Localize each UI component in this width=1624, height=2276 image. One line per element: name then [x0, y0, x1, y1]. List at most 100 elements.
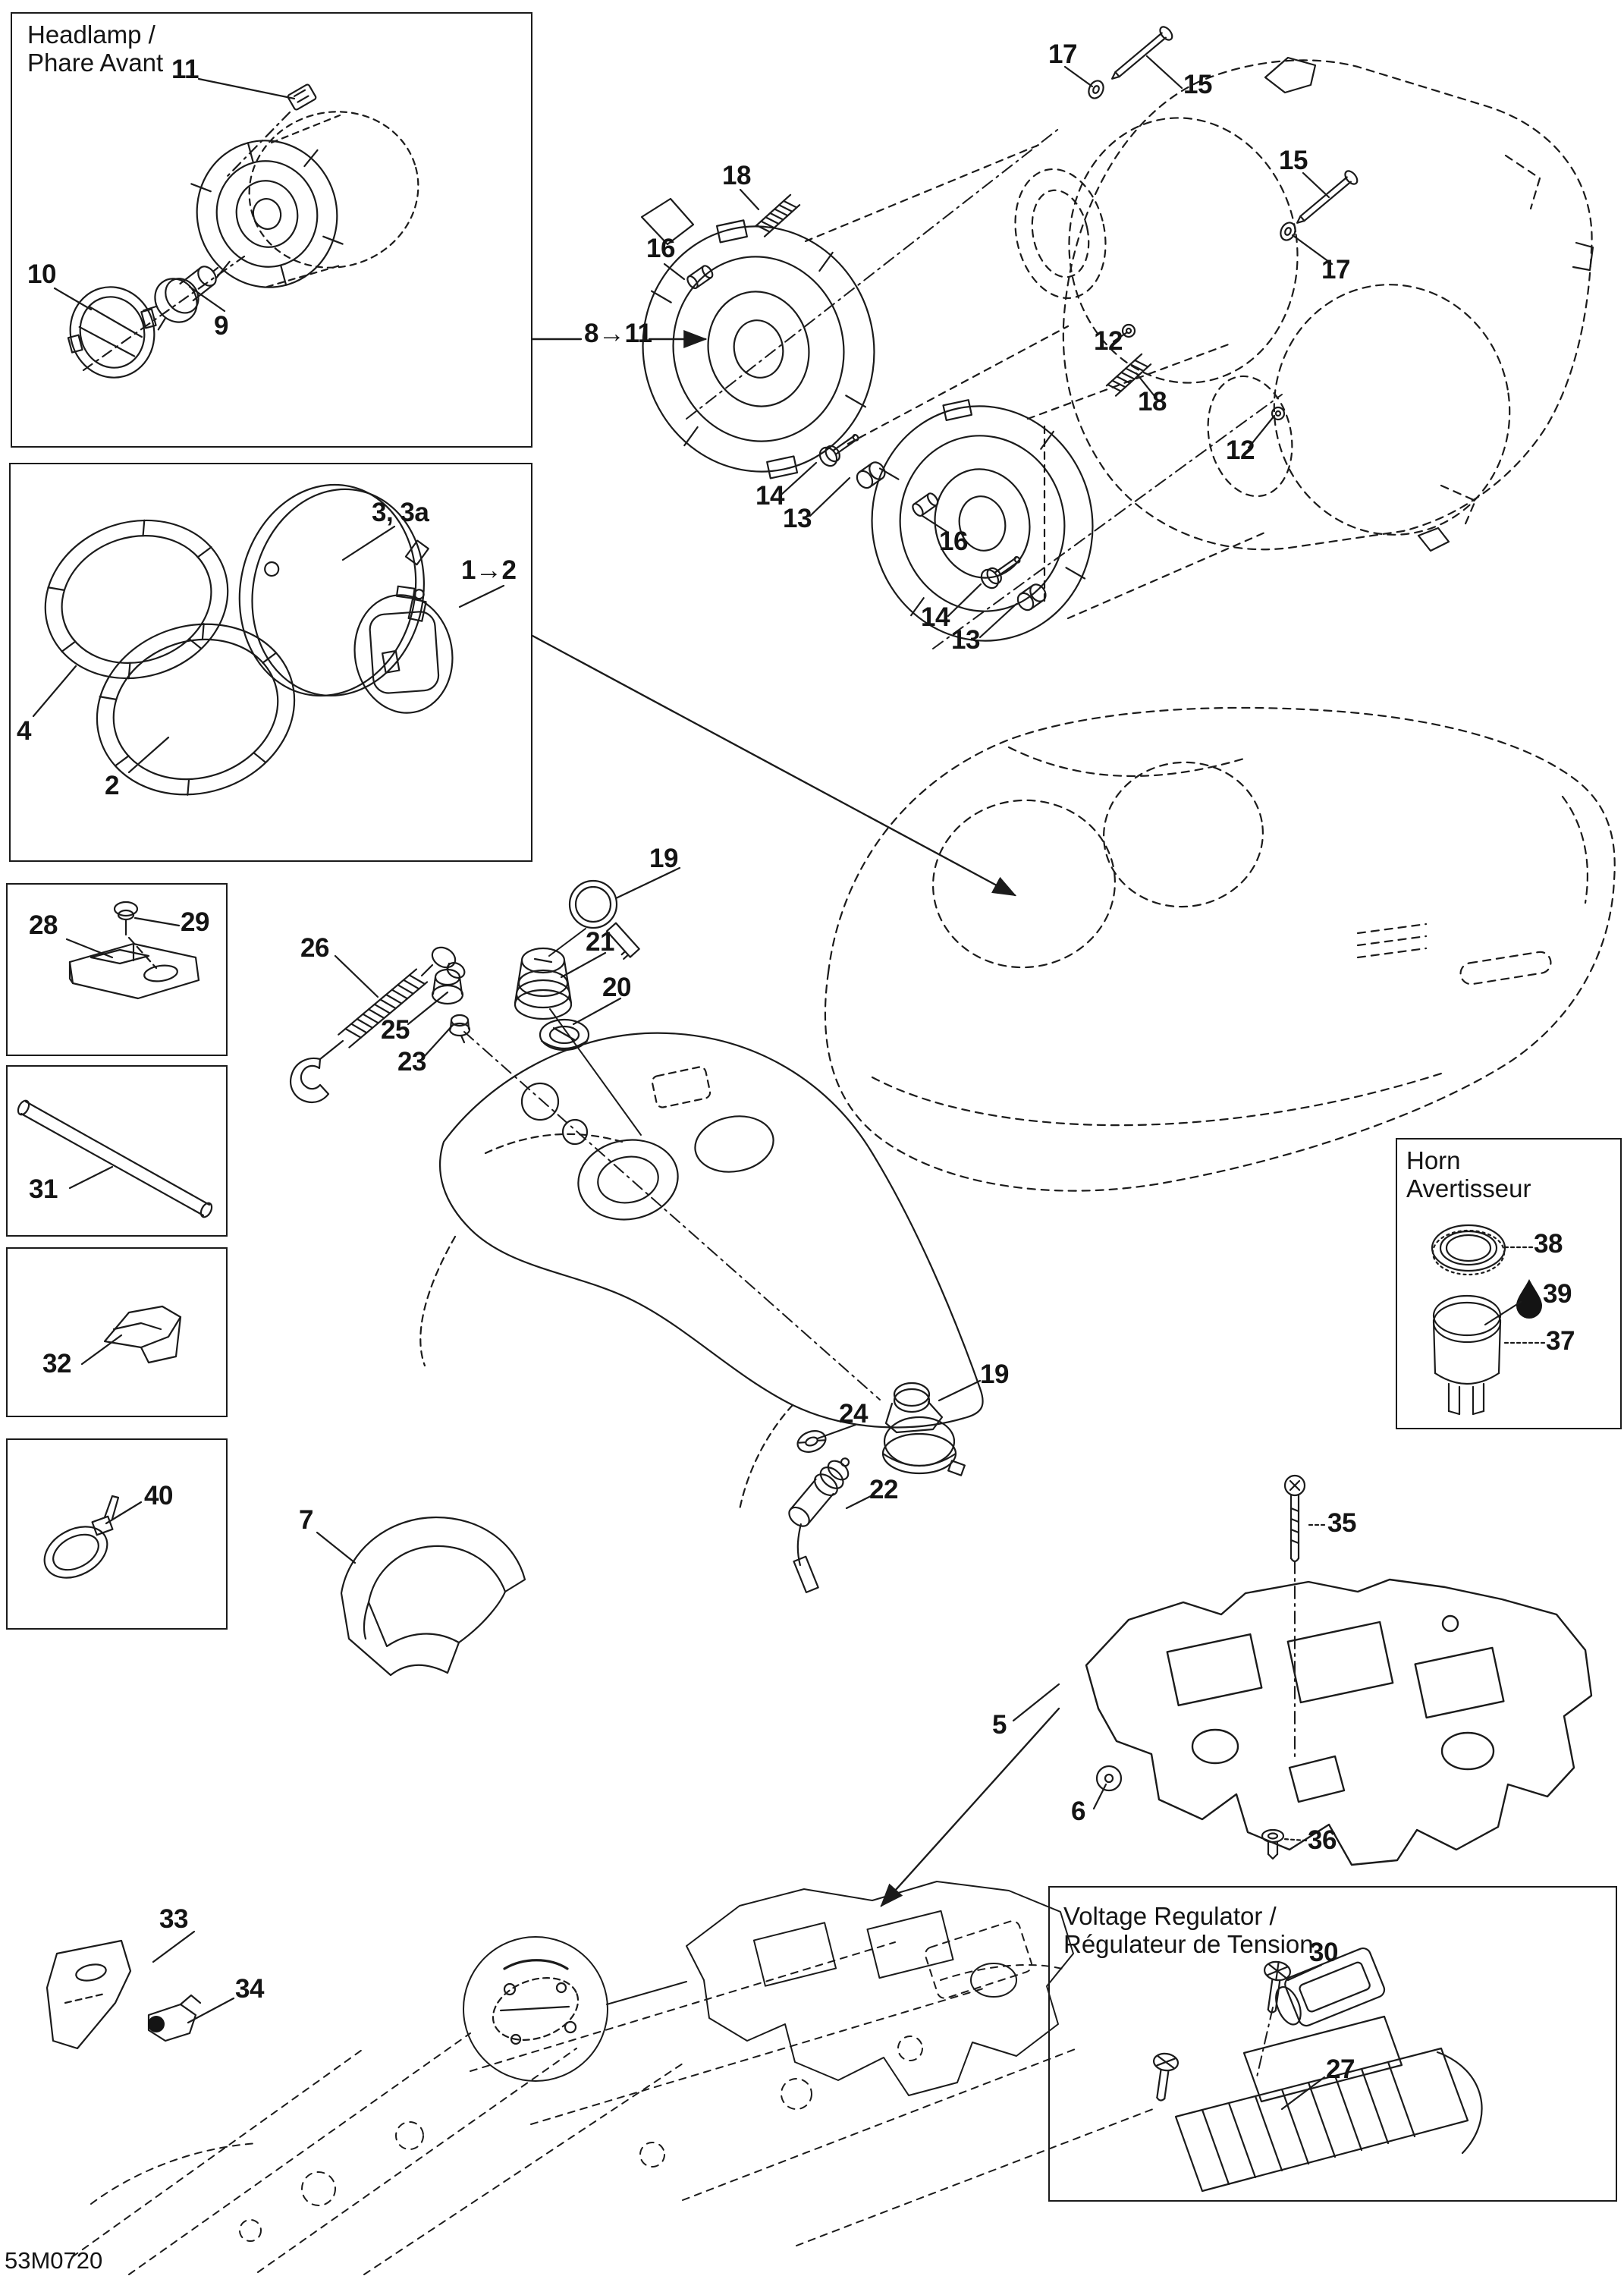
voltage-title-en: Voltage Regulator / [1063, 1902, 1277, 1930]
lens-rings-inset-box [9, 463, 532, 862]
callout-arrows [531, 330, 1060, 1907]
voltage-box-title: Voltage Regulator / Régulateur de Tensio… [1063, 1902, 1314, 1959]
cap-25 [431, 962, 464, 1005]
pin-16-upper [686, 265, 714, 290]
part-callout-32: 32 [42, 1349, 71, 1378]
bolt-30-b [1152, 2052, 1180, 2102]
ignition-key-19 [568, 879, 640, 960]
frame-drawing [71, 1920, 1154, 2275]
part-callout-26: 26 [300, 933, 329, 963]
part-callout-29: 29 [181, 907, 209, 937]
lens-rings-inset-art [44, 483, 454, 796]
grommet-23 [448, 1014, 471, 1044]
shield-7 [340, 1516, 526, 1677]
part-callout-7: 7 [299, 1505, 313, 1535]
part-callout-22: 22 [869, 1475, 898, 1504]
horn-title-fr: Avertisseur [1406, 1174, 1531, 1202]
frame-detail-circle [463, 1936, 608, 2082]
part-callout-23: 23 [397, 1047, 426, 1077]
spacer-13-lower [1016, 583, 1047, 611]
headlamp-assembly-lower [871, 341, 1293, 642]
spacer-13-upper [856, 461, 886, 489]
part-callout-25: 25 [381, 1015, 410, 1045]
leader-lines [32, 55, 1546, 2111]
part-callout-40: 40 [144, 1481, 173, 1511]
part-callout-31: 31 [29, 1174, 58, 1204]
trim-ring-2 [96, 623, 296, 796]
part-callout-21: 21 [586, 927, 614, 957]
tether-cord-26 [290, 946, 466, 1104]
lamp-support-bracket [1062, 59, 1593, 551]
nut-20 [539, 1018, 590, 1052]
washer-17-upper [1088, 80, 1104, 99]
rod-31-art [17, 1099, 213, 1218]
part-callout-1-2: 1→2 [461, 555, 517, 585]
part-callout-27: 27 [1326, 2054, 1355, 2084]
part-callout-12: 12 [1094, 326, 1123, 356]
part-callout-14: 14 [755, 481, 784, 511]
rivet-36 [1261, 1828, 1285, 1860]
washer-24 [796, 1430, 827, 1453]
rod-31-inset-box [6, 1065, 228, 1237]
part-callout-13: 13 [783, 504, 812, 533]
washer-6 [1095, 1765, 1123, 1792]
horn-ring-38 [1431, 1224, 1506, 1276]
part-callout-18: 18 [722, 161, 751, 190]
part-callout-12: 12 [1226, 435, 1255, 465]
part-callout-37: 37 [1546, 1326, 1575, 1356]
spring-18-lower [1105, 353, 1152, 397]
part-callout-3-3a: 3, 3a [372, 498, 429, 527]
part-callout-17: 17 [1321, 255, 1350, 284]
pin-16-lower [912, 492, 939, 517]
part-callout-24: 24 [839, 1399, 868, 1429]
cable-tie-40-art [43, 1495, 120, 1579]
screw-14-lower [980, 555, 1021, 589]
washer-17-lower [1280, 222, 1296, 241]
construction-lines [463, 127, 1296, 2081]
part-callout-19: 19 [649, 844, 678, 873]
horn-box-title: Horn Avertisseur [1406, 1146, 1531, 1203]
adjust-bolt-15-upper [1111, 26, 1173, 80]
part-callout-19: 19 [980, 1360, 1009, 1389]
part-callout-14: 14 [921, 602, 950, 632]
part-callout-15: 15 [1183, 70, 1212, 99]
headlamp-box-title: Headlamp / Phare Avant [27, 20, 163, 77]
console-outline [419, 1032, 984, 1511]
module-holder-on-frame [606, 1881, 1074, 2096]
part-callout-15: 15 [1279, 146, 1308, 175]
part-callout-16: 16 [939, 527, 968, 556]
clip-32-art [103, 1305, 182, 1364]
voltage-title-fr: Régulateur de Tension [1063, 1929, 1314, 1958]
part-callout-5: 5 [992, 1710, 1007, 1740]
trim-ring-4 [44, 519, 229, 680]
part-callout-13: 13 [951, 625, 980, 655]
solenoid-22 [788, 1457, 850, 1593]
hood-outline [824, 706, 1616, 1192]
horn-inset-box [1396, 1138, 1622, 1429]
adjust-bolt-15-lower [1296, 170, 1359, 224]
module-holder-5 [1085, 1578, 1593, 1866]
part-callout-34: 34 [235, 1974, 264, 2004]
part-callout-2: 2 [105, 771, 119, 800]
part-callout-38: 38 [1534, 1229, 1563, 1259]
part-callout-28: 28 [29, 910, 58, 940]
headlamp-title-en: Headlamp / [27, 20, 155, 49]
lubricant-drop-icon [1516, 1279, 1542, 1319]
part-callout-9: 9 [214, 311, 228, 341]
part-callout-36: 36 [1308, 1825, 1337, 1855]
part-callout-17: 17 [1048, 39, 1077, 69]
oring-12-upper [1121, 323, 1136, 338]
dess-switch-19 [881, 1382, 966, 1476]
bracket-33 [46, 1939, 132, 2050]
screw-35 [1283, 1474, 1306, 1563]
part-callout-20: 20 [602, 973, 631, 1002]
bracket-28-art [68, 901, 200, 1000]
horn-title-en: Horn [1406, 1146, 1461, 1174]
clip-32-inset-box [6, 1247, 228, 1417]
gasket-1 [353, 585, 454, 714]
part-callout-39: 39 [1543, 1279, 1572, 1309]
lamp-support-bracket-tabs [1264, 56, 1594, 552]
voltage-regulator-inset-box [1048, 1886, 1617, 2202]
